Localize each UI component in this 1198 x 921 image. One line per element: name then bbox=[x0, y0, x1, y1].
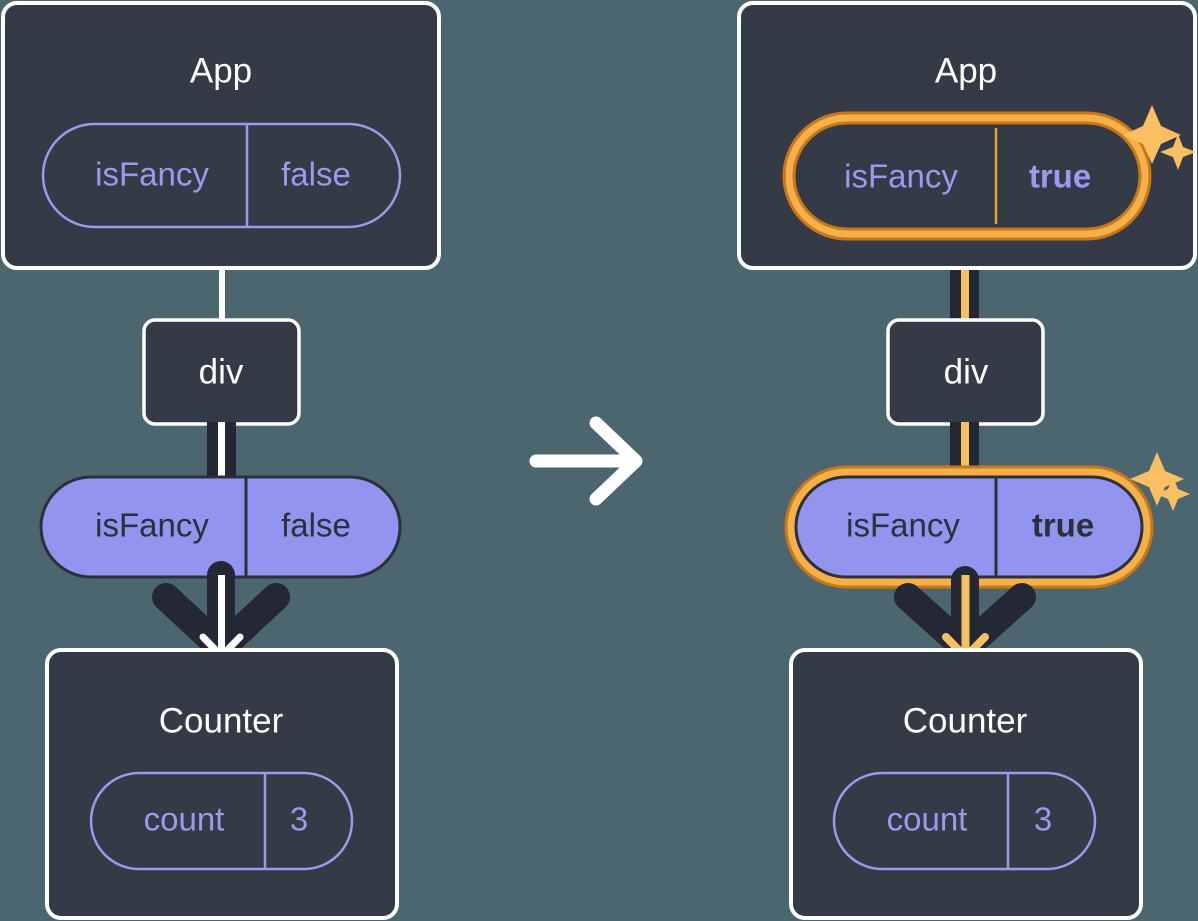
pill-key-label: isFancy bbox=[846, 507, 960, 544]
sparkle-app-small-icon bbox=[1160, 134, 1196, 170]
arrow-prop-to-counter-before bbox=[152, 561, 290, 662]
connector-div-to-prop-orange-after bbox=[961, 422, 969, 480]
app-pill-highlight-ring-after bbox=[782, 111, 1152, 241]
pill-key-label: isFancy bbox=[95, 156, 209, 193]
connector-div-to-prop-core-before bbox=[218, 422, 225, 480]
pill-key-label: isFancy bbox=[95, 507, 209, 544]
pill-outline-shape bbox=[832, 771, 1097, 871]
app-box-before[interactable] bbox=[1, 1, 441, 270]
div-box-title-after: div bbox=[944, 352, 989, 391]
panel-after: App isFancy true bbox=[737, 1, 1197, 920]
pill-value-label: false bbox=[281, 156, 351, 193]
div-box-title-before: div bbox=[199, 352, 244, 391]
counter-pill-before[interactable]: count 3 bbox=[89, 771, 354, 871]
pill-key-label: isFancy bbox=[844, 158, 958, 195]
transition-arrow bbox=[529, 416, 643, 506]
connector-app-to-div-before bbox=[219, 262, 225, 324]
counter-box-title-after: Counter bbox=[903, 701, 1028, 740]
counter-pill-after[interactable]: count 3 bbox=[832, 771, 1097, 871]
pill-value-label: 3 bbox=[290, 801, 308, 838]
counter-box-after[interactable] bbox=[789, 648, 1143, 920]
prop-pill-before[interactable]: isFancy false bbox=[39, 475, 402, 579]
app-pill-after[interactable]: isFancy true bbox=[844, 128, 1091, 224]
pill-outline-shape bbox=[41, 122, 402, 229]
app-box-after[interactable] bbox=[737, 1, 1197, 270]
app-box-title-after: App bbox=[935, 51, 997, 90]
panel-before: App isFancy false div isFancy false bbox=[1, 1, 441, 920]
pill-key-label: count bbox=[144, 801, 225, 838]
counter-box-before[interactable] bbox=[45, 648, 399, 920]
pill-value-label: true bbox=[1029, 158, 1091, 195]
prop-pill-after[interactable]: isFancy true bbox=[794, 475, 1144, 579]
arrow-prop-to-counter-after bbox=[894, 566, 1036, 662]
pill-value-label: 3 bbox=[1034, 801, 1052, 838]
pill-outline-shape bbox=[89, 771, 354, 871]
sparkle-prop-small-icon bbox=[1156, 477, 1190, 511]
app-box-title-before: App bbox=[190, 51, 252, 90]
sparkle-app-large-icon bbox=[1123, 105, 1181, 164]
pill-value-label: false bbox=[281, 507, 351, 544]
connector-app-to-div-orange-after bbox=[961, 232, 969, 324]
sparkle-prop-large-icon bbox=[1130, 452, 1184, 506]
pill-key-label: count bbox=[887, 801, 968, 838]
pill-value-label: true bbox=[1032, 507, 1094, 544]
app-pill-before[interactable]: isFancy false bbox=[41, 122, 402, 229]
counter-box-title-before: Counter bbox=[159, 701, 284, 740]
